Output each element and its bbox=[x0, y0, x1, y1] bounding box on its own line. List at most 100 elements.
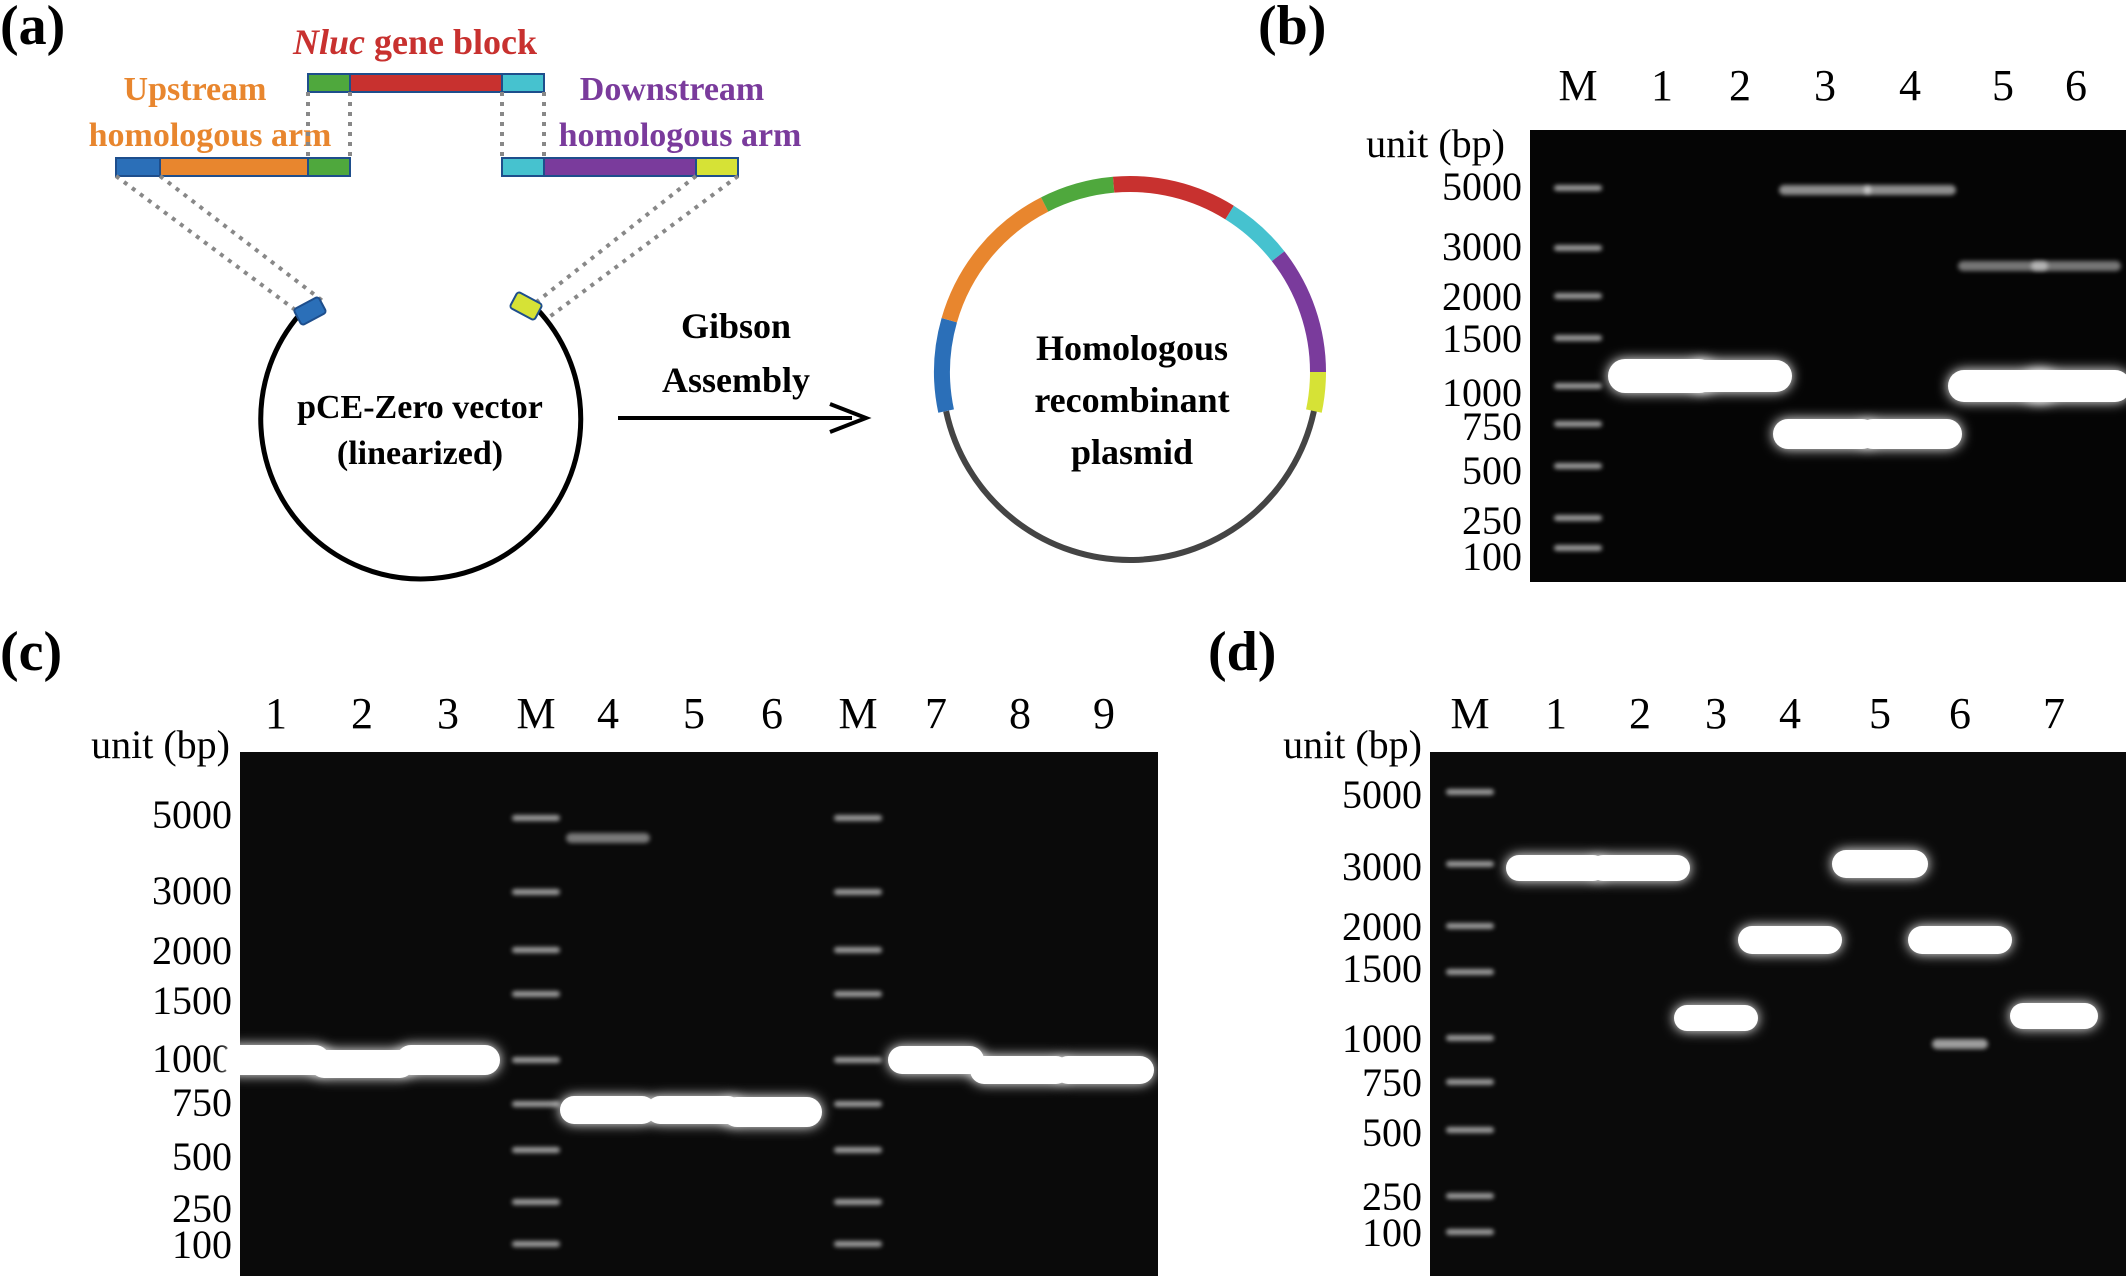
sample-band bbox=[1506, 855, 1606, 881]
sample-band bbox=[1864, 185, 1956, 195]
plasmid-label-line2: recombinant bbox=[1034, 380, 1229, 420]
marker-band bbox=[1446, 1229, 1494, 1235]
gene-block-title-rest: gene block bbox=[365, 22, 537, 62]
ladder-label: 5000 bbox=[1442, 164, 1522, 209]
ladder-label: 750 bbox=[172, 1080, 232, 1125]
vector-end-blue bbox=[293, 296, 327, 326]
sample-band bbox=[1779, 185, 1871, 195]
ladder-label: 500 bbox=[1362, 1110, 1422, 1155]
marker-band bbox=[1446, 789, 1494, 795]
lane-label: 8 bbox=[1009, 689, 1031, 738]
lane-label: 5 bbox=[1869, 689, 1891, 738]
marker-band bbox=[512, 815, 560, 821]
sample-band bbox=[646, 1096, 742, 1124]
marker-band bbox=[512, 1241, 560, 1247]
ladder-label: 1000 bbox=[152, 1036, 232, 1081]
panel-d-label: (d) bbox=[1208, 621, 1276, 683]
ladder-label: 3000 bbox=[1442, 224, 1522, 269]
ladder-label: 3000 bbox=[1342, 844, 1422, 889]
sample-band bbox=[1688, 360, 1792, 392]
assembly-label-line1: Gibson bbox=[681, 306, 791, 346]
panel-b-unit-label: unit (bp) bbox=[1366, 121, 1505, 166]
gene-block-red-segment bbox=[349, 73, 503, 93]
sample-band bbox=[1738, 926, 1842, 954]
lane-label: M bbox=[1450, 689, 1489, 738]
lane-label: 3 bbox=[437, 689, 459, 738]
lane-label: 7 bbox=[2043, 689, 2065, 738]
sample-band bbox=[1608, 359, 1716, 393]
ladder-label: 250 bbox=[1362, 1174, 1422, 1219]
downstream-label-line2: homologous arm bbox=[559, 117, 802, 154]
sample-band bbox=[1932, 1039, 1988, 1049]
marker-band bbox=[834, 1057, 882, 1063]
ladder-label: 100 bbox=[172, 1222, 232, 1267]
panel-c-label: (c) bbox=[0, 621, 62, 683]
vector-label-line2: (linearized) bbox=[337, 435, 503, 472]
plasmid-segment-purple bbox=[1271, 251, 1326, 373]
marker-band bbox=[1554, 185, 1602, 191]
plasmid-segment-yellow bbox=[1306, 371, 1326, 413]
downstream-arm-yellow-segment bbox=[695, 157, 739, 177]
marker-band bbox=[512, 889, 560, 895]
sample-band bbox=[2010, 1003, 2098, 1029]
marker-band bbox=[1554, 515, 1602, 521]
marker-band bbox=[512, 991, 560, 997]
sample-band bbox=[2021, 370, 2128, 402]
panel-a-label: (a) bbox=[0, 0, 65, 57]
lane-label: 1 bbox=[1651, 61, 1673, 110]
ladder-label: 1500 bbox=[152, 978, 232, 1023]
sample-band bbox=[1858, 419, 1962, 449]
lane-label: 7 bbox=[925, 689, 947, 738]
marker-band bbox=[1446, 1079, 1494, 1085]
marker-band bbox=[1554, 245, 1602, 251]
assembly-label-line2: Assembly bbox=[662, 360, 810, 400]
ladder-label: 2000 bbox=[1342, 904, 1422, 949]
marker-band bbox=[834, 991, 882, 997]
sample-band bbox=[1832, 850, 1928, 878]
marker-band bbox=[834, 947, 882, 953]
panel-c: (c) unit (bp) 50003000200015001000750500… bbox=[0, 621, 1158, 1276]
lane-label: 4 bbox=[1779, 689, 1801, 738]
sample-band bbox=[310, 1050, 414, 1078]
plasmid-segment-green bbox=[1041, 176, 1115, 212]
lane-label: 2 bbox=[1629, 689, 1651, 738]
ladder-label: 500 bbox=[172, 1134, 232, 1179]
upstream-arm-green-segment bbox=[307, 157, 351, 177]
marker-band bbox=[834, 1147, 882, 1153]
plasmid-segment-red bbox=[1112, 176, 1234, 220]
marker-band bbox=[1446, 969, 1494, 975]
assembly-arrow-head bbox=[829, 402, 872, 434]
gene-block-green-segment bbox=[307, 73, 351, 93]
sample-band bbox=[1054, 1056, 1154, 1084]
lane-label: 1 bbox=[265, 689, 287, 738]
lane-label: 4 bbox=[1899, 61, 1921, 110]
marker-band bbox=[1446, 1193, 1494, 1199]
marker-band bbox=[834, 1199, 882, 1205]
vector-end-yellow bbox=[509, 291, 543, 321]
marker-band bbox=[1554, 463, 1602, 469]
sample-band bbox=[1590, 855, 1690, 881]
plasmid-segment-orange bbox=[941, 197, 1049, 323]
lane-label: 5 bbox=[683, 689, 705, 738]
sample-band bbox=[222, 1045, 330, 1075]
marker-band bbox=[1554, 293, 1602, 299]
lane-label: M bbox=[838, 689, 877, 738]
marker-band bbox=[834, 1101, 882, 1107]
panel-c-gel bbox=[240, 752, 1158, 1276]
marker-band bbox=[1446, 861, 1494, 867]
plasmid-backbone-arc bbox=[943, 404, 1319, 563]
sample-band bbox=[566, 833, 650, 843]
plasmid-label-line3: plasmid bbox=[1071, 432, 1193, 472]
ladder-label: 3000 bbox=[152, 868, 232, 913]
marker-band bbox=[834, 815, 882, 821]
downstream-label-line1: Downstream bbox=[580, 71, 764, 108]
marker-band bbox=[1554, 545, 1602, 551]
marker-band bbox=[1446, 1035, 1494, 1041]
plasmid-label-line1: Homologous bbox=[1036, 328, 1228, 368]
marker-band bbox=[512, 1199, 560, 1205]
sample-band bbox=[1773, 419, 1877, 449]
panel-c-unit-label: unit (bp) bbox=[91, 722, 230, 767]
linear-vector-circle bbox=[258, 306, 584, 582]
